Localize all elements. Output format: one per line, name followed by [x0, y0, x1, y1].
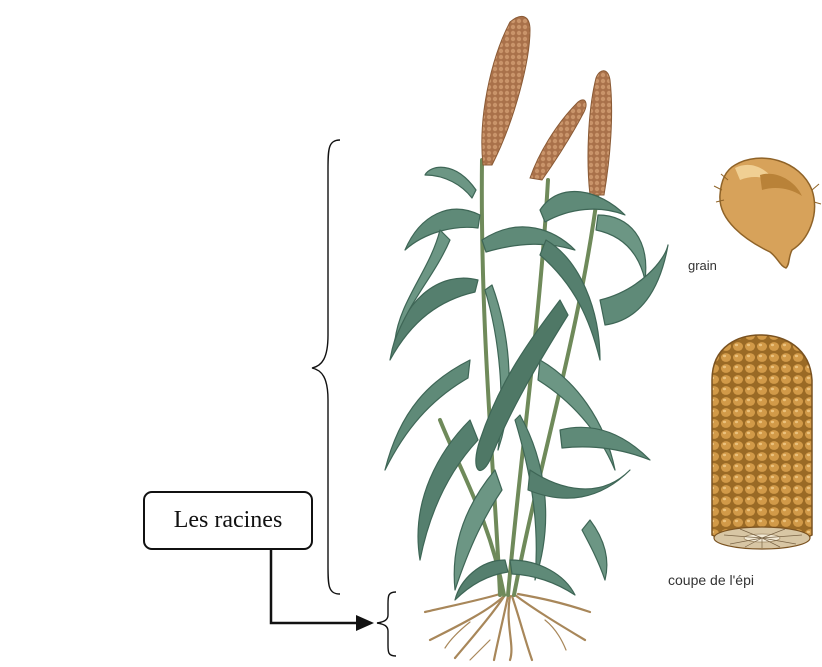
roots-brace: [377, 592, 396, 656]
grain-caption: grain: [688, 258, 717, 273]
roots-arrow-head: [356, 615, 374, 631]
aerial-part-brace: [312, 140, 340, 594]
plant-roots: [425, 594, 590, 660]
grain-illustration: [714, 158, 821, 268]
spike-section-caption: coupe de l'épi: [668, 572, 754, 588]
spike-section-illustration: [712, 335, 812, 549]
plant-spikes: [482, 16, 612, 195]
roots-label-text: Les racines: [174, 507, 283, 534]
roots-label-box: Les racines: [143, 491, 313, 550]
